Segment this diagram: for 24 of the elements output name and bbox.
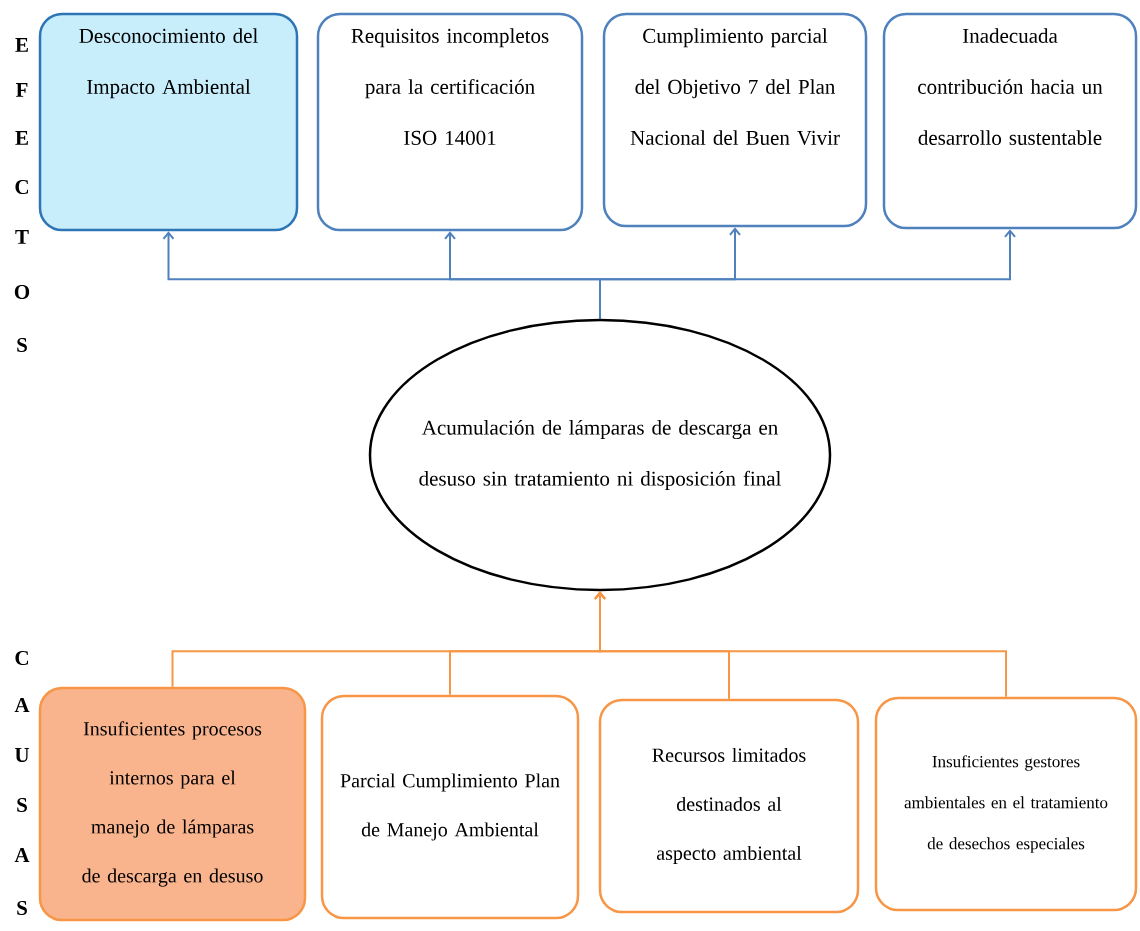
effect-box <box>38 12 299 232</box>
side-letter: S <box>17 337 27 353</box>
side-letter: O <box>14 284 30 300</box>
effect-box <box>316 12 584 232</box>
node-label: Insuficientes procesos internos para el manejo de lámparas de descarga en desuso <box>82 721 263 887</box>
node-label: Recursos limitados destinados al aspecto ambiental <box>652 747 806 865</box>
effect-box <box>602 12 868 228</box>
side-letter: C <box>15 650 28 666</box>
effect-box <box>882 12 1138 230</box>
node-label: Inadecuada contribución hacia un desarrollo sustentable <box>918 28 1103 145</box>
node-label: Acumulación de lámparas de descarga en desuso sin tratamiento ni disposición final <box>419 419 781 491</box>
arrow <box>599 229 1016 320</box>
problem-ellipse <box>368 318 832 592</box>
node-label: Desconocimiento del Impacto Ambiental <box>79 28 258 99</box>
node-label: Requisitos incompletos para la certificación ISO 14001 <box>351 28 549 145</box>
cause-box <box>874 696 1138 912</box>
cause-box <box>38 686 307 922</box>
node-label: Parcial Cumplimiento Plan de Manejo Ambiental <box>340 773 560 841</box>
arrow <box>594 591 1007 698</box>
cause-box <box>598 698 860 914</box>
side-letter: T <box>15 230 29 244</box>
cause-box <box>320 694 580 920</box>
node-label: Insuficientes gestores ambientales en el tratamiento de desechos especiales <box>904 755 1108 853</box>
node-label: Cumplimiento parcial del Objetivo 7 del Plan Nacional del Buen Vivir <box>630 28 840 146</box>
